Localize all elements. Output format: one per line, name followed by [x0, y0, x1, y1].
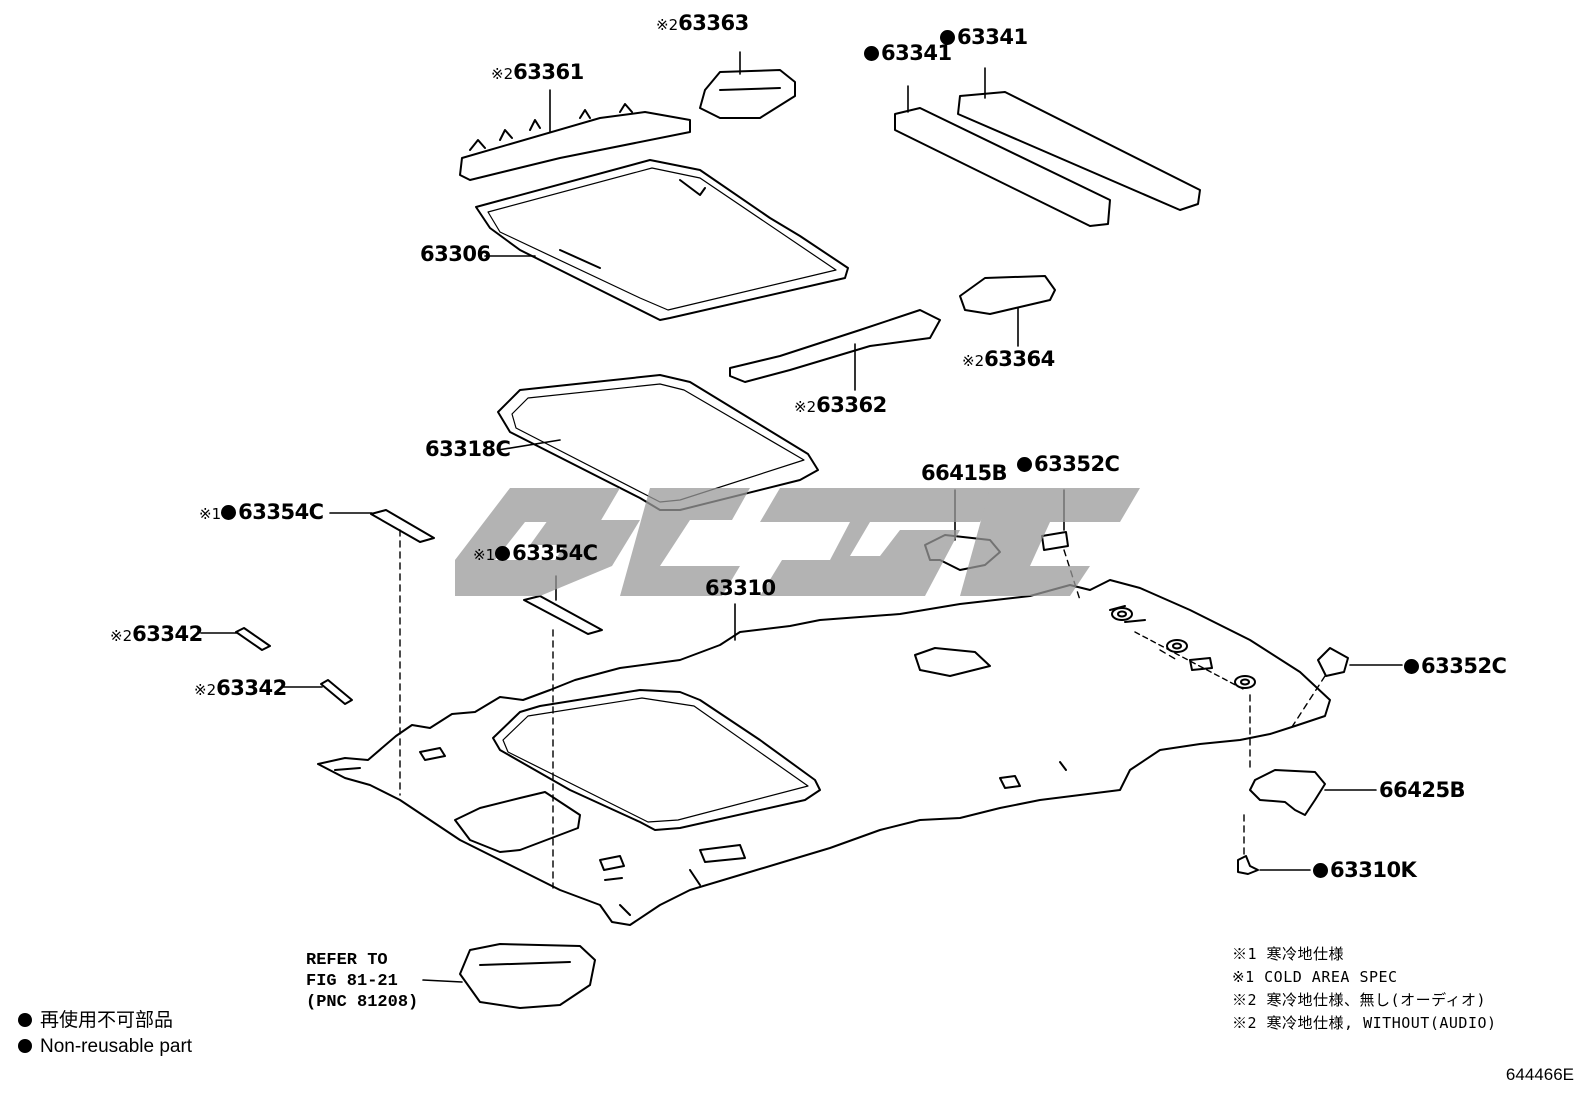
headliner-inner-edge	[334, 767, 631, 916]
non-reusable-dot-icon	[495, 546, 511, 561]
clip-63310K	[1237, 855, 1259, 875]
handle-66425B	[1249, 769, 1326, 816]
pad-63341-a	[894, 107, 1111, 227]
sunshade-shape	[475, 159, 849, 321]
legend-row-jp: 再使用不可部品	[18, 1008, 192, 1034]
strip-63342-a	[235, 627, 271, 651]
pad-63352C-a	[1041, 531, 1069, 551]
reference-note[interactable]: REFER TO FIG 81-21 (PNC 81208)	[306, 951, 419, 1012]
strip-63354C-b	[523, 595, 603, 635]
headliner-shape	[317, 579, 1331, 926]
non-reusable-dot-icon	[1404, 659, 1419, 674]
non-reusable-dot-icon	[864, 46, 879, 61]
bracket-63362	[729, 309, 941, 383]
non-reusable-dot-icon	[940, 30, 955, 45]
watermark-logo	[455, 488, 1140, 596]
legend-row-en: Non-reusable part	[18, 1034, 192, 1060]
spec-notes: ※1 寒冷地仕様 ※1 COLD AREA SPEC ※2 寒冷地仕様、無し(オ…	[1232, 945, 1497, 1032]
part-label-63352C-lower[interactable]: 63352C	[1404, 656, 1507, 677]
bracket-63361	[459, 103, 691, 181]
part-label-63306[interactable]: 63306	[420, 242, 491, 266]
headliner-rear-recess	[454, 791, 581, 853]
diagram-id: 644466E	[1505, 1065, 1574, 1084]
non-reusable-dot-icon	[221, 505, 237, 520]
part-label-63363[interactable]: ※263363	[656, 11, 749, 35]
seal-63318C	[497, 374, 819, 511]
part-label-63364[interactable]: ※263364	[962, 347, 1055, 371]
part-label-63342-lower[interactable]: ※263342	[194, 676, 287, 700]
part-label-63310K[interactable]: 63310K	[1313, 860, 1417, 881]
part-label-63352C-upper[interactable]: 63352C	[1017, 454, 1120, 475]
map-lamp-81208	[459, 943, 596, 1009]
legend: 再使用不可部品 Non-reusable part	[18, 1008, 192, 1060]
non-reusable-dot-icon	[18, 1013, 32, 1027]
strip-63354C-a	[370, 509, 435, 543]
part-label-63341-front[interactable]: 63341	[864, 43, 952, 64]
part-label-63318C[interactable]: 63318C	[425, 437, 511, 461]
pad-63341-b	[957, 91, 1201, 211]
non-reusable-dot-icon	[1017, 457, 1032, 472]
part-label-66425B[interactable]: 66425B	[1379, 778, 1466, 802]
pad-63352C-b	[1317, 647, 1349, 677]
part-label-63342-upper[interactable]: ※263342	[110, 622, 203, 646]
part-label-63362[interactable]: ※263362	[794, 393, 887, 417]
part-label-63341-rear[interactable]: 63341	[940, 27, 1028, 48]
non-reusable-dot-icon	[18, 1039, 32, 1053]
strip-63342-b	[320, 679, 353, 705]
headliner-sunroof-opening	[492, 689, 821, 831]
part-label-63310[interactable]: 63310	[705, 576, 776, 600]
bracket-63364	[959, 275, 1056, 315]
part-label-66415B[interactable]: 66415B	[921, 461, 1008, 485]
bracket-63363	[699, 69, 796, 119]
non-reusable-dot-icon	[1313, 863, 1328, 878]
part-label-63361[interactable]: ※263361	[491, 60, 584, 84]
